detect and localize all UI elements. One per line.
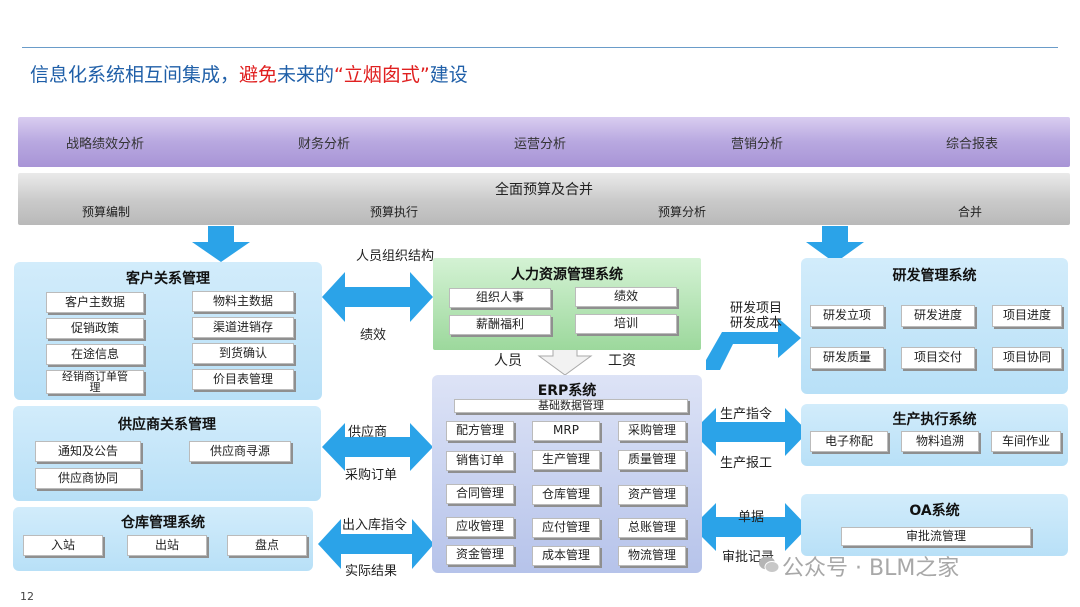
mes-item: 物料追溯 <box>901 431 979 452</box>
hr-item: 组织人事 <box>449 288 551 308</box>
label-srm-erp-top: 供应商 <box>348 425 388 440</box>
erp-item: 物流管理 <box>618 546 686 566</box>
erp-item: 应付管理 <box>532 518 600 538</box>
srm-item: 通知及公告 <box>35 441 141 462</box>
hr-title: 人力资源管理系统 <box>511 267 623 283</box>
rd-item: 项目交付 <box>901 347 975 369</box>
erp-item: 仓库管理 <box>532 485 600 505</box>
crm-item: 价目表管理 <box>192 369 294 390</box>
srm-title: 供应商关系管理 <box>118 417 216 433</box>
wms-item: 盘点 <box>227 535 307 556</box>
erp-item: 合同管理 <box>446 484 514 504</box>
budget-item: 合并 <box>958 205 983 219</box>
srm-item: 供应商协同 <box>35 468 141 489</box>
label-srm-erp-bottom: 采购订单 <box>345 468 398 483</box>
budget-item: 预算执行 <box>370 205 419 219</box>
erp-item: 资金管理 <box>446 545 514 565</box>
hr-item: 绩效 <box>575 287 677 307</box>
hr-panel: 人力资源管理系统 组织人事 绩效 薪酬福利 培训 <box>433 258 701 350</box>
top-rule <box>22 47 1058 48</box>
srm-item: 供应商寻源 <box>189 441 291 462</box>
hr-item: 培训 <box>575 314 677 334</box>
rd-title: 研发管理系统 <box>892 268 977 284</box>
rd-item: 研发立项 <box>810 305 884 327</box>
label-wms-erp-bottom: 实际结果 <box>345 564 398 579</box>
rd-item: 研发进度 <box>901 305 975 327</box>
budget-band: 全面预算及合并 预算编制 预算执行 预算分析 合并 <box>18 173 1070 225</box>
bent-arrow-erp-rd <box>706 318 801 370</box>
analysis-item: 战略绩效分析 <box>66 137 145 152</box>
crm-item: 客户主数据 <box>46 292 144 313</box>
page-title: 信息化系统相互间集成，避免未来的“立烟囱式”建设 <box>30 64 468 86</box>
erp-panel: ERP系统 基础数据管理 配方管理 MRP 采购管理 销售订单 生产管理 质量管… <box>432 375 702 573</box>
budget-item: 预算编制 <box>82 205 131 219</box>
double-arrow-erp-oa <box>692 503 808 551</box>
watermark: 公众号 · BLM之家 <box>782 556 960 581</box>
crm-item: 到货确认 <box>192 343 294 364</box>
crm-title: 客户关系管理 <box>126 271 210 287</box>
mes-panel: 生产执行系统 电子称配 物料追溯 车间作业 <box>801 404 1068 466</box>
erp-item: 生产管理 <box>532 450 600 470</box>
mes-title: 生产执行系统 <box>892 412 977 428</box>
crm-panel: 客户关系管理 客户主数据 物料主数据 促销政策 渠道进销存 在途信息 到货确认 … <box>14 262 322 400</box>
erp-item: 资产管理 <box>618 485 686 505</box>
erp-item: 采购管理 <box>618 421 686 441</box>
crm-item: 在途信息 <box>46 344 144 365</box>
crm-item: 促销政策 <box>46 318 144 339</box>
erp-item: MRP <box>532 421 600 441</box>
crm-item: 经销商订单管理 <box>46 370 144 394</box>
erp-item: 配方管理 <box>446 421 514 441</box>
wms-item: 出站 <box>127 535 207 556</box>
analysis-item: 运营分析 <box>514 137 567 152</box>
label-crm-hr-bottom: 绩效 <box>360 328 387 343</box>
rd-panel: 研发管理系统 研发立项 研发进度 项目进度 研发质量 项目交付 项目协同 <box>801 258 1068 394</box>
budget-band-title: 全面预算及合并 <box>495 182 593 198</box>
label-wms-erp-top: 出入库指令 <box>342 518 408 533</box>
analysis-item: 财务分析 <box>298 137 351 152</box>
label-hr-erp-left: 人员 <box>494 353 522 369</box>
double-arrow-crm-hr <box>322 272 433 322</box>
mes-item: 电子称配 <box>810 431 888 452</box>
analysis-band: 战略绩效分析 财务分析 运营分析 营销分析 综合报表 <box>18 117 1070 167</box>
down-arrow-right <box>806 226 864 263</box>
oa-panel: OA系统 审批流管理 <box>801 494 1068 556</box>
analysis-item: 综合报表 <box>946 137 999 152</box>
label-erp-mes-top: 生产指令 <box>720 407 773 422</box>
wms-item: 入站 <box>23 535 103 556</box>
crm-item: 渠道进销存 <box>192 317 294 338</box>
double-arrow-erp-mes <box>692 408 808 456</box>
label-hr-erp-right: 工资 <box>608 353 636 369</box>
label-crm-hr-top: 人员组织结构 <box>356 249 435 264</box>
wms-panel: 仓库管理系统 入站 出站 盘点 <box>13 507 313 571</box>
page-number: 12 <box>20 590 34 603</box>
analysis-item: 营销分析 <box>731 137 784 152</box>
crm-item: 物料主数据 <box>192 291 294 312</box>
mes-item: 车间作业 <box>991 431 1061 452</box>
erp-title: ERP系统 <box>537 383 597 399</box>
label-erp-mes-bottom: 生产报工 <box>720 456 773 471</box>
double-arrow-wms-erp <box>318 519 434 569</box>
double-arrow-srm-erp <box>322 423 433 471</box>
erp-item: 应收管理 <box>446 517 514 537</box>
hr-item: 薪酬福利 <box>449 315 551 335</box>
down-arrow-left <box>192 226 250 262</box>
rd-item: 项目进度 <box>992 305 1062 327</box>
erp-item: 质量管理 <box>618 450 686 470</box>
wms-title: 仓库管理系统 <box>121 515 205 531</box>
oa-item: 审批流管理 <box>841 527 1031 546</box>
rd-item: 项目协同 <box>992 347 1062 369</box>
erp-item: 成本管理 <box>532 546 600 566</box>
erp-item: 总账管理 <box>618 518 686 538</box>
srm-panel: 供应商关系管理 通知及公告 供应商寻源 供应商协同 <box>13 406 321 501</box>
erp-base-data: 基础数据管理 <box>454 399 688 413</box>
oa-title: OA系统 <box>909 503 960 519</box>
label-erp-oa-top: 单据 <box>738 510 765 525</box>
rd-item: 研发质量 <box>810 347 884 369</box>
wechat-icon <box>759 556 780 573</box>
budget-item: 预算分析 <box>658 205 707 219</box>
erp-item: 销售订单 <box>446 451 514 471</box>
label-erp-rd: 研发项目研发成本 <box>730 301 783 331</box>
